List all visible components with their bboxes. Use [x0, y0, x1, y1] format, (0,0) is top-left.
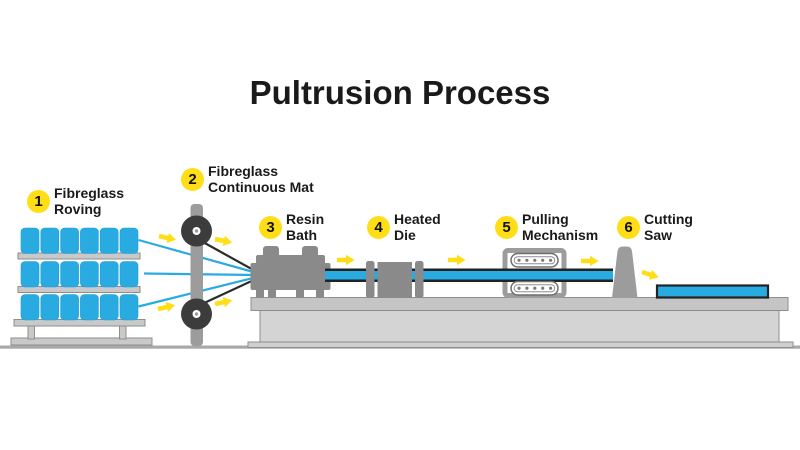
arrow-icon	[337, 254, 355, 266]
arrow-icon	[448, 254, 466, 266]
roving-rack	[10, 252, 153, 346]
step-number-badge: 3	[259, 215, 282, 239]
heated-die-icon	[366, 261, 424, 298]
step-number-badge: 2	[181, 167, 204, 191]
step-label: Resin Bath	[286, 211, 325, 243]
arrow-icon	[158, 232, 177, 244]
arrow-icon	[581, 255, 599, 267]
arrow-icon	[214, 235, 233, 246]
step-resin-bath: 3 Resin Bath	[259, 211, 324, 243]
arrow-icon	[157, 301, 176, 313]
step-label: Fibreglass Roving	[54, 185, 125, 217]
roving-spools-icon	[20, 227, 139, 321]
cutting-saw-icon	[612, 246, 638, 298]
page-title: Pultrusion Process	[249, 74, 551, 111]
step-label: Fibreglass Continuous Mat	[208, 163, 314, 195]
step-fibreglass-roving: 1 Fibreglass Roving	[27, 185, 124, 217]
step-fibreglass-continuous-mat: 2 Fibreglass Continuous Mat	[181, 163, 314, 195]
step-number-badge: 4	[367, 215, 390, 239]
step-number-badge: 1	[27, 189, 50, 213]
step-heated-die: 4 Heated Die	[367, 211, 441, 243]
step-number-badge: 6	[617, 215, 640, 239]
cut-profile-piece	[655, 284, 770, 299]
flow-arrows	[157, 232, 659, 313]
step-pulling-mechanism: 5 Pulling Mechanism	[495, 211, 598, 243]
step-label: Cutting Saw	[644, 211, 693, 243]
arrow-icon	[641, 269, 659, 280]
machine-bed	[247, 297, 794, 348]
mat-threads	[201, 240, 258, 305]
arrow-icon	[214, 297, 233, 308]
step-cutting-saw: 6 Cutting Saw	[617, 211, 693, 243]
step-number-badge: 5	[495, 215, 518, 239]
mat-rollers-icon	[181, 215, 212, 330]
pulling-belts-icon	[510, 252, 559, 296]
resin-bath-icon	[250, 246, 331, 298]
step-label: Heated Die	[394, 211, 441, 243]
step-label: Pulling Mechanism	[522, 211, 599, 243]
